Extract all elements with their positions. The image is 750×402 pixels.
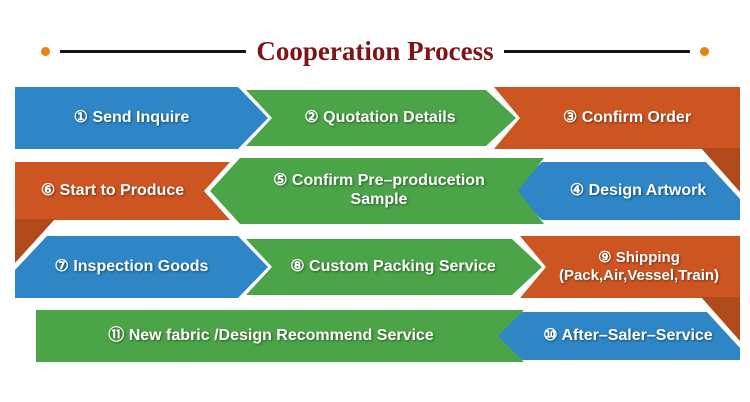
step-5-label: ⑤ Confirm Pre–producetion Sample bbox=[273, 172, 485, 208]
step-3-label: ③ Confirm Order bbox=[562, 108, 692, 126]
step-1-send-inquire: ① Send Inquire bbox=[15, 87, 268, 149]
page-title: Cooperation Process bbox=[256, 36, 494, 66]
step-10-after-sale-service: ⑩ After–Saler–Service bbox=[492, 312, 740, 360]
step-9-label: ⑨ Shipping (Pack,Air,Vessel,Train) bbox=[558, 249, 720, 284]
step-2-label: ② Quotation Details bbox=[304, 108, 456, 126]
step-2-quotation-details: ② Quotation Details bbox=[246, 90, 516, 146]
step-11-new-fabric-design-recommend: ⑪ New fabric /Design Recommend Service bbox=[36, 310, 524, 362]
title-dot-right-icon bbox=[699, 47, 709, 56]
title-dot-left-icon bbox=[41, 47, 51, 56]
step-7-inspection-goods: ⑦ Inspection Goods bbox=[15, 236, 268, 298]
step-11-label: ⑪ New fabric /Design Recommend Service bbox=[108, 326, 434, 344]
title-bar: Cooperation Process bbox=[0, 36, 750, 67]
step-10-label: ⑩ After–Saler–Service bbox=[543, 326, 713, 344]
step-9-shipping: ⑨ Shipping (Pack,Air,Vessel,Train) bbox=[520, 236, 740, 298]
step-4-design-artwork: ④ Design Artwork bbox=[512, 162, 740, 220]
step-7-label: ⑦ Inspection Goods bbox=[54, 257, 209, 275]
step-6-start-to-produce: ⑥ Start to Produce bbox=[15, 162, 230, 220]
title-rule-left bbox=[60, 50, 247, 53]
step-5-confirm-preproduction-sample: ⑤ Confirm Pre–producetion Sample bbox=[210, 158, 544, 224]
step-8-custom-packing-service: ⑧ Custom Packing Service bbox=[246, 239, 542, 295]
step-8-label: ⑧ Custom Packing Service bbox=[290, 257, 496, 275]
step-3-confirm-order: ③ Confirm Order bbox=[494, 87, 740, 149]
title-rule-right bbox=[503, 50, 690, 53]
step-1-label: ① Send Inquire bbox=[73, 108, 190, 126]
step-4-label: ④ Design Artwork bbox=[569, 181, 707, 199]
step-6-label: ⑥ Start to Produce bbox=[40, 181, 185, 199]
